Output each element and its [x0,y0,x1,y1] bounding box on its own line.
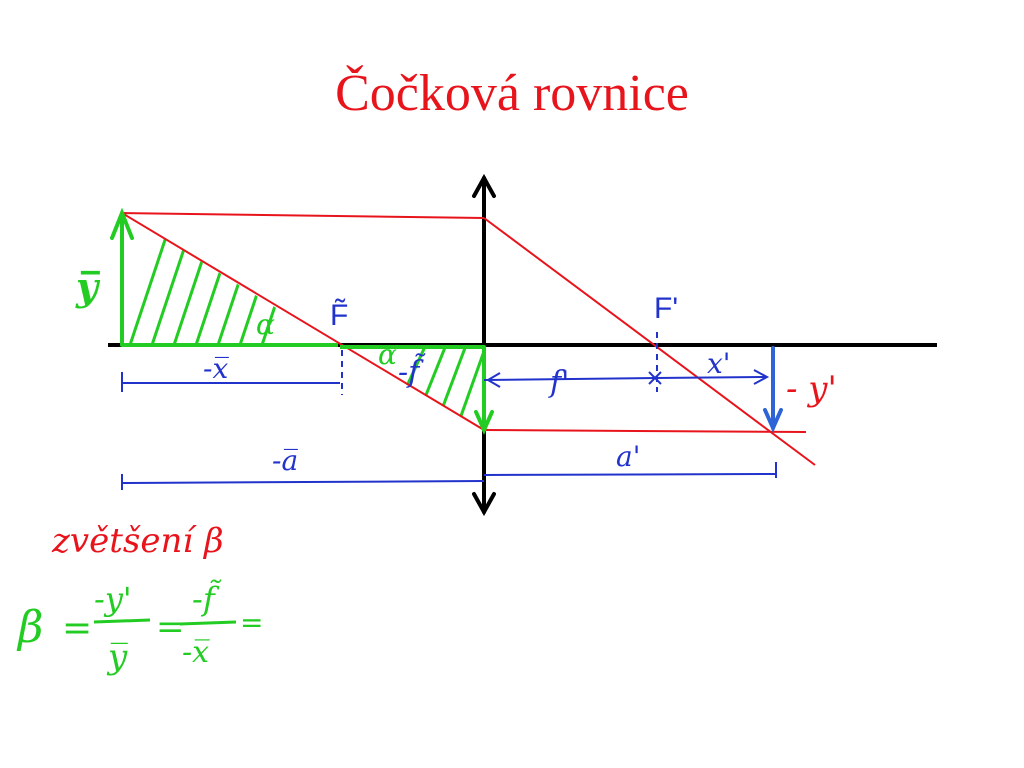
equation-eq2: = [156,607,185,647]
equation-num1: -y' [94,580,132,618]
label-minus-a: -a̅ [272,444,298,477]
label-focus-object: F̃ [330,299,348,332]
label-focus-image: F' [654,292,678,325]
object-triangle-hatch [128,224,304,346]
equation-eq1: = [62,608,92,649]
rays [121,212,816,466]
fraction-bar-1 [93,618,151,624]
dimension-lines [121,332,777,490]
equation-lhs: β [16,602,43,653]
equation-num2: -f̃ [192,580,222,618]
label-alpha-1: α [256,308,275,341]
equation-den2: -x̅ [182,635,210,670]
fraction-bar-2 [179,620,237,626]
magnification-equation: β = -y' y̅ = -f̃ -x̅ = [16,580,263,677]
label-a-prime: a' [616,440,640,473]
label-object-height: y̅ [75,264,101,309]
object-arrow [110,207,134,347]
label-x-prime: x' [707,347,731,380]
label-minus-f: -f̃ [398,353,427,390]
label-f-prime: f' [548,365,569,400]
label-alpha-2: α [378,338,397,371]
equation-den1: y̅ [106,637,128,677]
magnification-label: zvětšení β [51,521,224,561]
label-minus-x: -x̅ [203,352,229,385]
image-arrow [763,346,783,433]
label-image-height: - y' [786,369,837,409]
image-side-arrow [474,345,494,435]
slide-title: Čočková rovnice [335,65,689,122]
equation-eq3: = [240,606,263,639]
